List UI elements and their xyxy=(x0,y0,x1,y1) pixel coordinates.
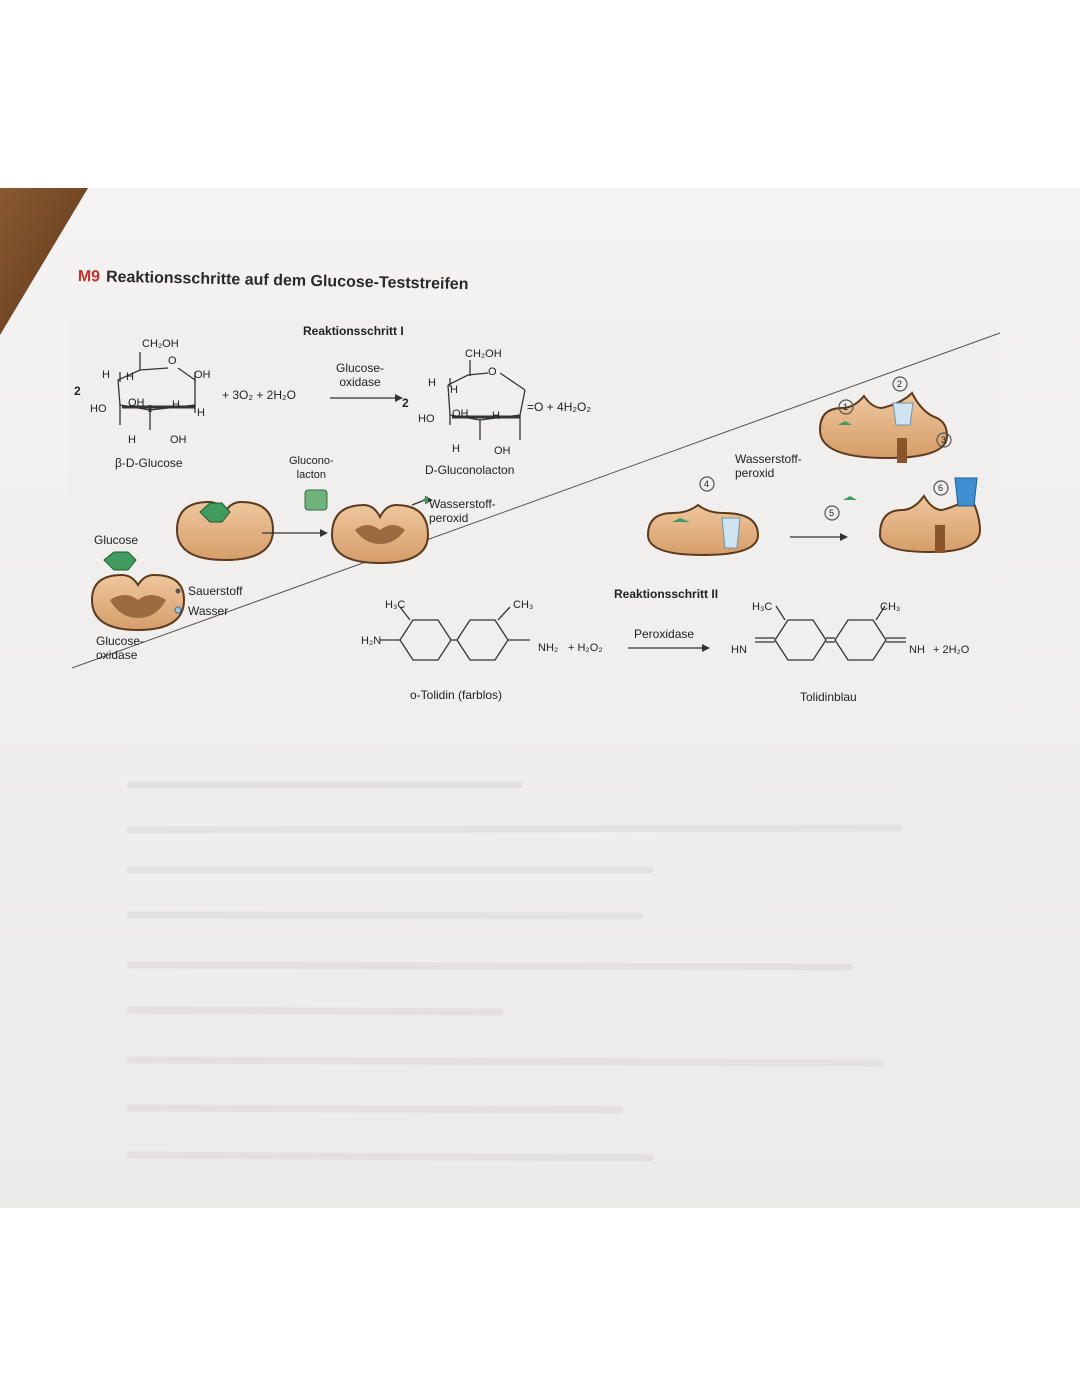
group-h3c-product: H₃C xyxy=(752,601,773,613)
step1-reactants: + 3O₂ + 2H₂O xyxy=(222,388,297,402)
atom-ho-right: HO xyxy=(418,413,435,425)
group-nh: NH xyxy=(909,644,925,656)
group-ch3-product: CH₃ xyxy=(880,601,901,613)
atom-h3-right: H xyxy=(492,410,500,422)
tolidinblau-structure xyxy=(755,605,906,661)
group-hn: HN xyxy=(731,644,747,656)
atom-h2-left: H xyxy=(126,371,134,383)
atom-h3-left: H xyxy=(172,399,180,411)
glucose-ring xyxy=(117,352,196,430)
enzyme-glucose-bound xyxy=(175,500,275,562)
step-number-3: 3 xyxy=(941,435,947,445)
atom-h2-right: H xyxy=(450,384,458,396)
enzyme-after-reaction xyxy=(330,503,430,565)
atom-o-right: O xyxy=(488,366,497,378)
group-nh2-right: NH₂ xyxy=(538,642,559,654)
atom-h5-left: H xyxy=(128,434,136,446)
atom-o-left: O xyxy=(168,355,177,367)
step-number-4: 4 xyxy=(704,479,710,489)
atom-ho-left: HO xyxy=(90,403,107,415)
step-number-5: 5 xyxy=(829,508,835,518)
atom-h1-right: H xyxy=(428,377,436,389)
atom-h4-right: H xyxy=(452,443,460,455)
atom-oh1-right: OH xyxy=(452,408,469,420)
group-nh2-left: H₂N xyxy=(361,635,382,647)
step2-label: Reaktionsschritt II xyxy=(614,587,719,601)
product-name: D-Gluconolacton xyxy=(425,463,515,477)
atom-ch2oh-left: CH₂OH xyxy=(142,338,179,350)
enzyme-peroxidase-2 xyxy=(818,391,949,463)
step-circles xyxy=(699,376,952,521)
atom-oh1-left: OH xyxy=(194,369,211,381)
atom-h1-left: H xyxy=(102,369,110,381)
glucose-shape xyxy=(103,551,137,571)
enzyme-glucose-oxidase-free xyxy=(90,551,186,632)
group-ch3-reactant: CH₃ xyxy=(513,599,534,611)
label-glucose-oxidase: Glucose- oxidase xyxy=(96,634,145,662)
atom-ch2oh-right: CH₂OH xyxy=(465,348,502,360)
legend-oxygen-dot xyxy=(175,588,181,594)
bleed-through xyxy=(126,781,904,1162)
wooden-corner xyxy=(0,188,88,335)
step-number-1: 1 xyxy=(843,402,849,412)
gluconolacton-ring xyxy=(447,360,526,440)
divider-line xyxy=(71,332,1001,669)
legend-water-dot xyxy=(174,606,182,614)
gluconolacton-shape xyxy=(304,489,328,511)
atom-h4-left: H xyxy=(197,407,205,419)
label-peroxide-left: Wasserstoff- peroxid xyxy=(429,497,496,525)
atom-oh3-left: OH xyxy=(170,434,187,446)
atom-oh2-right: OH xyxy=(494,445,511,457)
peroxide-marker xyxy=(422,496,428,504)
step1-products-extra: =O + 4H₂O₂ xyxy=(527,400,592,414)
step2-products-extra: + 2H₂O xyxy=(933,644,970,656)
enzyme-peroxidase-3 xyxy=(843,477,982,554)
label-peroxide-right: Wasserstoff- peroxid xyxy=(735,452,802,480)
reactant-name: o-Tolidin (farblos) xyxy=(410,688,503,702)
legend-oxygen: Sauerstoff xyxy=(188,584,243,598)
group-h3c-reactant: H₃C xyxy=(385,599,406,611)
step2-enzyme: Peroxidase xyxy=(634,627,695,641)
step1-product-coefficient: 2 xyxy=(402,396,409,410)
enzyme-peroxidase-1 xyxy=(646,503,760,557)
step1-coefficient: 2 xyxy=(74,384,81,398)
legend-water: Wasser xyxy=(188,604,229,618)
label-gluconolacton: Glucono- lacton xyxy=(289,455,334,481)
atom-oh2-left: OH xyxy=(128,397,145,409)
figure-number: M9 xyxy=(77,268,101,286)
step2-reactants-extra: + H₂O₂ xyxy=(568,642,603,654)
substrate-name: β-D-Glucose xyxy=(115,456,183,470)
step-number-6: 6 xyxy=(938,483,944,493)
step1-label: Reaktionsschritt I xyxy=(303,324,404,338)
step-number-2: 2 xyxy=(897,379,903,389)
o-tolidin-structure xyxy=(380,606,530,661)
product-name-tolidinblau: Tolidinblau xyxy=(800,690,857,704)
label-glucose: Glucose xyxy=(94,533,139,547)
step1-enzyme: Glucose- oxidase xyxy=(336,361,385,389)
